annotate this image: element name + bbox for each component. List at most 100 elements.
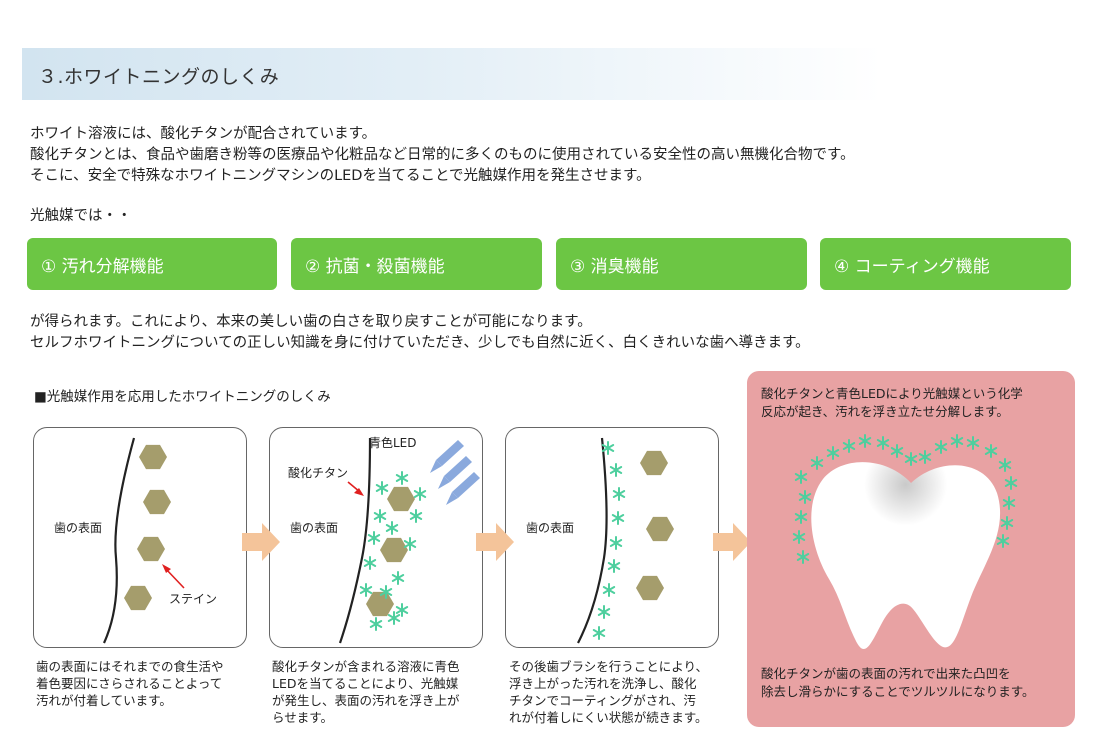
stage-1-caption: 歯の表面にはそれまでの食生活や 着色要因にさらされることよって 汚れが付着してい… <box>36 658 224 709</box>
diagram-section-label: ■光触媒作用を応用したホワイトニングのしくみ <box>34 389 331 405</box>
led-light-ray <box>444 456 472 482</box>
result-panel: 酸化チタンと青色LEDにより光触媒という化学 反応が起き、汚れを浮き立たせ分解し… <box>747 371 1075 727</box>
tooth-illustration <box>792 434 1018 650</box>
intro-text: ホワイト溶液には、酸化チタンが配合されています。 酸化チタンとは、食品や歯磨き粉… <box>30 124 855 187</box>
stain-particle <box>387 486 415 512</box>
sparkle-mark <box>611 511 625 525</box>
stage-panel-stained: 歯の表面 ステイン <box>33 427 247 648</box>
tooth-surface-curve <box>102 437 136 644</box>
tooth-shape <box>811 462 1001 650</box>
led-light-ray-head <box>430 460 442 473</box>
sparkle-mark <box>794 510 808 524</box>
result-panel-top-text: 酸化チタンと青色LEDにより光触媒という化学 反応が起き、汚れを浮き立たせ分解し… <box>761 385 1023 421</box>
sparkle-mark <box>395 471 409 485</box>
stain-particle <box>124 585 152 611</box>
result-line: が得られます。これにより、本来の美しい歯の白さを取り戻すことが可能になります。 <box>30 314 592 330</box>
flow-arrow <box>242 523 280 561</box>
sparkle-mark <box>998 458 1012 472</box>
titanium-dioxide-sparkles <box>359 471 427 631</box>
result-panel-bottom-text: 酸化チタンが歯の表面の汚れで出来た凸凹を 除去し滑らかにすることでツルツルになり… <box>761 665 1035 701</box>
result-text: が得られます。これにより、本来の美しい歯の白さを取り戻すことが可能になります。 … <box>30 312 810 354</box>
sparkle-mark <box>609 536 623 550</box>
sparkle-mark <box>966 436 980 450</box>
stain-label: ステイン <box>169 592 218 606</box>
sparkle-mark <box>934 440 948 454</box>
sparkle-mark <box>810 456 824 470</box>
stain-pointer-line <box>164 567 185 589</box>
caption-line: 着色要因にさらされることよって <box>36 676 223 691</box>
feature-stain-decomposition: ① 汚れ分解機能 <box>27 238 277 290</box>
sparkle-mark <box>387 611 401 625</box>
sparkle-mark <box>1002 496 1016 510</box>
stage-panel-coated: 歯の表面 <box>505 427 719 648</box>
result-panel-line: 酸化チタンが歯の表面の汚れで出来た凸凹を <box>761 666 1011 681</box>
sparkle-mark <box>609 463 623 477</box>
sparkle-mark <box>996 534 1010 548</box>
sparkle-mark <box>984 444 998 458</box>
caption-line: LEDを当てることにより、光触媒 <box>272 676 459 691</box>
sparkle-mark <box>612 487 626 501</box>
sparkle-mark <box>395 603 409 617</box>
sparkle-mark <box>379 585 393 599</box>
lead-text: 光触媒では・・ <box>30 208 132 224</box>
sparkle-mark <box>597 605 611 619</box>
sparkle-mark <box>890 444 904 458</box>
intro-line: そこに、安全で特殊なホワイトニングマシンのLEDを当てることで光触媒作用を発生さ… <box>30 168 651 184</box>
sparkle-mark <box>373 509 387 523</box>
sparkle-mark <box>876 436 890 450</box>
sparkle-mark <box>792 530 806 544</box>
caption-line: チタンでコーティングがされ、汚 <box>509 693 696 708</box>
led-light-ray <box>436 440 464 466</box>
sparkle-mark <box>363 556 377 570</box>
sparkle-mark <box>413 487 427 501</box>
led-light-ray-head <box>446 492 458 505</box>
sparkle-mark <box>367 531 381 545</box>
sparkle-mark <box>385 521 399 535</box>
feature-deodorizing: ③ 消臭機能 <box>556 238 807 290</box>
flow-arrow <box>476 523 514 561</box>
stage-3-illustration <box>577 437 674 644</box>
sparkle-mark <box>602 583 616 597</box>
result-panel-line: 酸化チタンと青色LEDにより光触媒という化学 <box>761 386 1023 401</box>
sparkle-mark <box>359 583 373 597</box>
sparkle-mark <box>1004 476 1018 490</box>
sparkle-mark <box>842 439 856 453</box>
sparkle-mark <box>1000 516 1014 530</box>
caption-line: が発生し、表面の汚れを浮き上が <box>272 693 460 708</box>
intro-line: ホワイト溶液には、酸化チタンが配合されています。 <box>30 126 377 142</box>
caption-line: 歯の表面にはそれまでの食生活や <box>36 659 224 674</box>
stage-panel-photocatalysis: 青色LED 酸化チタン 歯の表面 <box>269 427 483 648</box>
sparkle-mark <box>918 450 932 464</box>
titanium-dioxide-label: 酸化チタン <box>288 466 349 480</box>
sparkle-mark <box>607 559 621 573</box>
section-header-banner <box>22 48 882 100</box>
led-light-ray <box>452 472 480 498</box>
sparkle-mark <box>904 452 918 466</box>
section-title: ３.ホワイトニングのしくみ <box>38 66 280 88</box>
tooth-surface-label: 歯の表面 <box>290 521 339 535</box>
stain-particle <box>137 536 165 562</box>
caption-line: れが付着しにくい状態が続きます。 <box>509 710 708 725</box>
caption-line: その後歯ブラシを行うことにより、 <box>509 659 709 674</box>
sparkle-mark <box>858 434 872 448</box>
caption-line: 浮き上がった汚れを洗浄し、酸化 <box>509 676 697 691</box>
sparkle-mark <box>409 509 423 523</box>
stain-particle <box>143 489 171 515</box>
caption-line: 汚れが付着しています。 <box>36 693 172 708</box>
sparkle-mark <box>391 571 405 585</box>
sparkle-mark <box>375 481 389 495</box>
stain-particle <box>640 450 668 476</box>
flow-arrow <box>713 523 751 561</box>
stain-particle <box>380 537 408 563</box>
stage-1-illustration <box>102 437 185 644</box>
sparkle-mark <box>950 434 964 448</box>
coating-sparkles <box>592 441 626 640</box>
result-panel-line: 除去し滑らかにすることでツルツルになります。 <box>761 684 1035 699</box>
stain-pointer-head <box>162 564 171 573</box>
caption-line: 酸化チタンが含まれる溶液に青色 <box>272 659 460 674</box>
sparkle-mark <box>826 446 840 460</box>
stage-3-caption: その後歯ブラシを行うことにより、 浮き上がった汚れを洗浄し、酸化 チタンでコーテ… <box>509 658 708 726</box>
sparkle-mark <box>796 550 810 564</box>
titanium-pointer-head <box>354 488 364 496</box>
sparkle-mark <box>794 470 808 484</box>
